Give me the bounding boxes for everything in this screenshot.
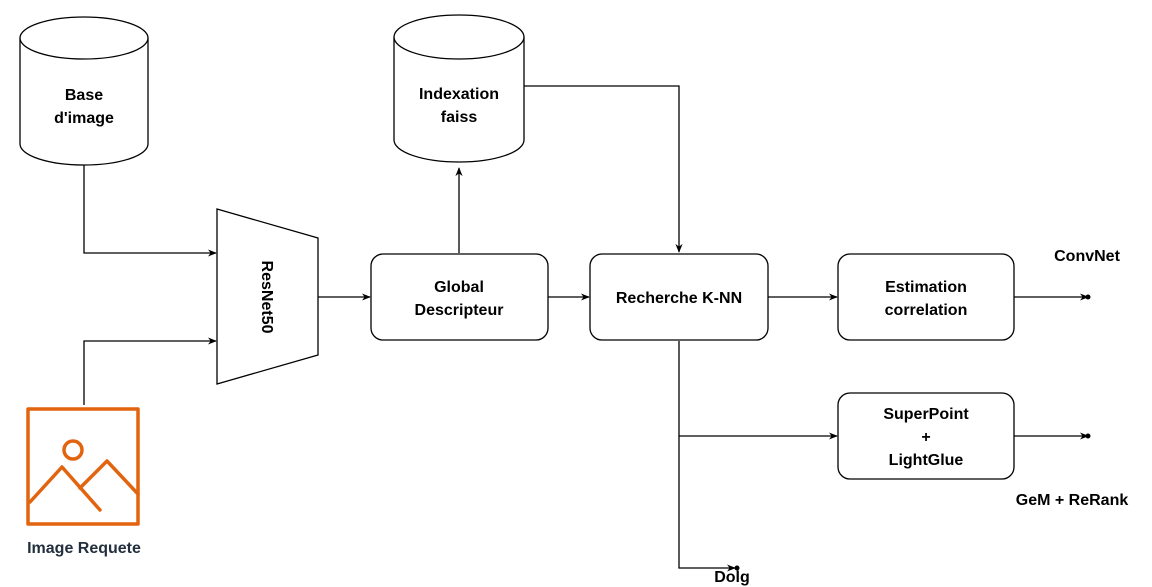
resnet50-trapezoid [216,208,319,385]
knn-search-node: Recherche K-NN [589,253,769,341]
image-icon [26,407,140,526]
knn-search-label: Recherche K-NN [616,290,742,307]
faiss-index-label-line2: faiss [441,109,478,126]
superpoint-lightglue-box [837,392,1015,480]
global-descriptor-label-line1: Global [434,279,484,296]
resnet50-node: ResNet50 [216,208,319,385]
global-descriptor-label-line2: Descripteur [415,302,504,319]
superpoint-label-line2: + [921,429,930,446]
image-database-label-line1: Base [65,87,103,104]
image-database-label-line2: d'image [54,110,114,127]
faiss-index-node: Indexation faiss [393,14,525,163]
output-terminal-convnet [1085,294,1091,300]
knn-search-box [589,253,769,341]
edge-imagedb-to-resnet [83,165,217,257]
faiss-index-label-line1: Indexation [419,86,499,103]
edge-knn-to-superpoint [678,341,838,440]
correlation-label-line1: Estimation [885,279,967,296]
edge-knn-to-dolg [678,436,736,572]
output-label-convnet: ConvNet [1054,248,1120,265]
image-database-node: Base d'image [19,16,149,166]
superpoint-label-line1: SuperPoint [883,406,969,423]
output-terminal-gem-rerank [1085,433,1091,439]
superpoint-label-line3: LightGlue [889,452,964,469]
superpoint-lightglue-node: SuperPoint + LightGlue [837,392,1015,480]
correlation-node: Estimation correlation [837,253,1015,341]
output-label-dolg: Dolg [714,569,750,586]
output-label-gem-rerank: GeM + ReRank [1016,492,1129,509]
edge-faiss-to-knn [524,85,683,253]
query-image-label: Image Requete [27,540,141,557]
resnet50-label: ResNet50 [258,261,275,334]
output-terminal-dolg [734,565,740,571]
global-descriptor-node: Global Descripteur [370,253,549,341]
correlation-label-line2: correlation [885,302,968,319]
edge-query-to-resnet [83,337,217,405]
global-descriptor-box [370,253,549,341]
query-image-node: Image Requete [26,407,141,557]
correlation-box [837,253,1015,341]
